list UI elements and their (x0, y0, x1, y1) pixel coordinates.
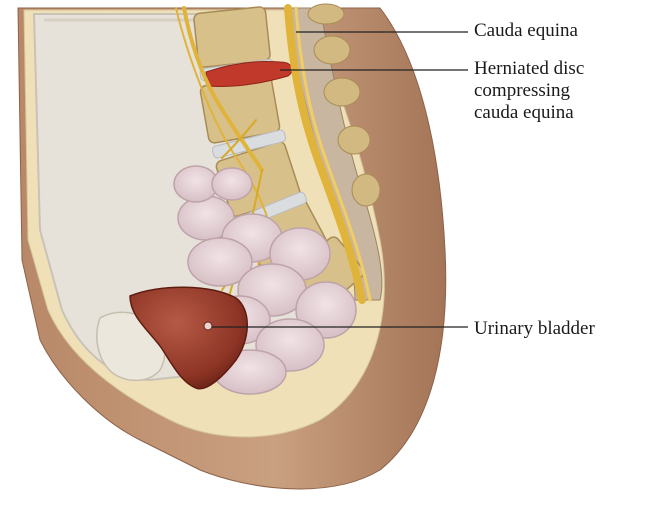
label-herniated-line1: Herniated disc (474, 58, 584, 80)
label-herniated-disc: Herniated disc compressing cauda equina (474, 58, 584, 124)
label-urinary-bladder: Urinary bladder (474, 318, 595, 340)
label-herniated-line3: cauda equina (474, 102, 584, 124)
label-herniated-line2: compressing (474, 80, 584, 102)
vertebra-l1 (193, 6, 270, 67)
label-cauda-equina: Cauda equina (474, 20, 578, 42)
ureter-orifice (204, 322, 212, 330)
